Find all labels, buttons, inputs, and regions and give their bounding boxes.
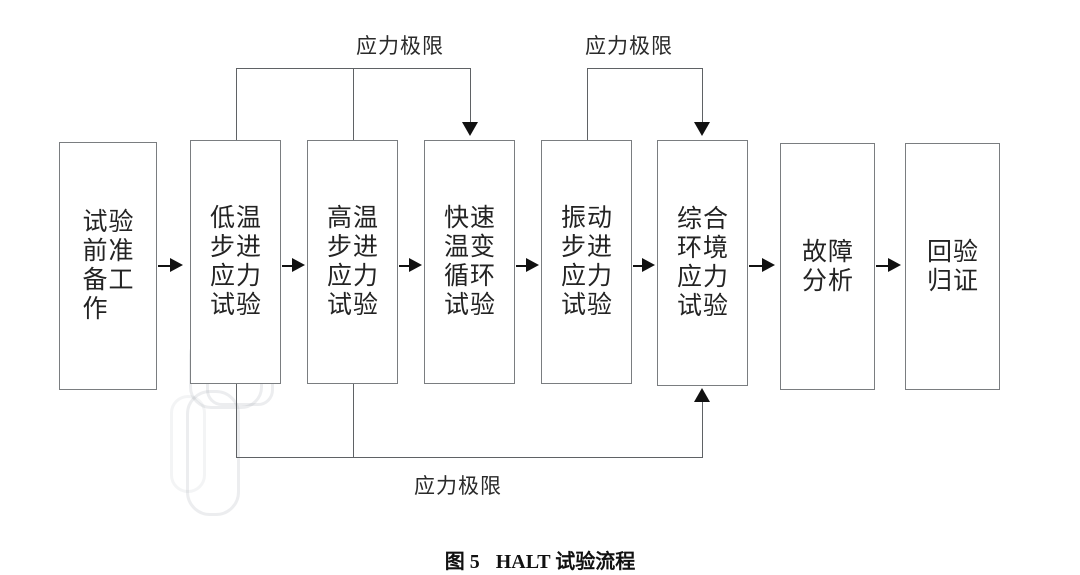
flow-arrow-prep-to-lowtemp bbox=[170, 258, 183, 272]
loop2-rail bbox=[587, 68, 703, 69]
node-regression-verification[interactable]: 验证 回归 bbox=[905, 143, 1000, 390]
flow-arrow-vibration-to-combined bbox=[642, 258, 655, 272]
node-label-regression-verification: 验证 回归 bbox=[926, 238, 979, 295]
loop2-riser-vibration bbox=[587, 68, 588, 140]
flow-arrow-combined-to-fault bbox=[762, 258, 775, 272]
flow-line-fault-to-regression bbox=[876, 265, 894, 267]
flow-line-cycle-to-vibration bbox=[516, 265, 529, 267]
node-test-preparation[interactable]: 验准工 试前备作 bbox=[59, 142, 157, 390]
node-label-failure-analysis: 障析 故分 bbox=[801, 238, 854, 295]
loop1-riser-hightemp bbox=[353, 68, 354, 140]
loop2-drop-to-combined bbox=[702, 68, 703, 124]
flow-arrow-lowtemp-to-hightemp bbox=[292, 258, 305, 272]
node-high-temperature-step-stress[interactable]: 温进力验 高步应试 bbox=[307, 140, 398, 384]
loop1-rail bbox=[236, 68, 471, 69]
loop3-arrow-up bbox=[694, 388, 710, 402]
flow-line-combined-to-fault bbox=[749, 265, 768, 267]
flow-line-prep-to-lowtemp bbox=[158, 265, 177, 267]
loop3-rail bbox=[236, 457, 703, 458]
loop3-riser-to-combined bbox=[702, 402, 703, 457]
figure-caption-title: HALT 试验流程 bbox=[495, 551, 636, 573]
flow-line-lowtemp-to-hightemp bbox=[282, 265, 295, 267]
node-failure-analysis[interactable]: 障析 故分 bbox=[780, 143, 875, 390]
node-label-combined-environment-stress: 合境力验 综环应试 bbox=[676, 206, 729, 320]
loop1-arrow-down bbox=[462, 122, 478, 136]
loop3-drop-lowtemp bbox=[236, 384, 237, 457]
node-vibration-step-stress[interactable]: 动进力验 振步应试 bbox=[541, 140, 632, 384]
flow-arrow-fault-to-regression bbox=[888, 258, 901, 272]
loop2-arrow-down bbox=[694, 122, 710, 136]
edge-label-stress-limit-top-left: 应力极限 bbox=[356, 34, 444, 58]
loop1-riser-lowtemp bbox=[236, 68, 237, 140]
node-label-rapid-thermal-cycling: 速变环验 快温循试 bbox=[443, 205, 496, 319]
watermark-shape bbox=[170, 395, 206, 493]
node-label-low-temperature-step-stress: 温进力验 低步应试 bbox=[209, 205, 262, 319]
node-combined-environment-stress[interactable]: 合境力验 综环应试 bbox=[657, 140, 748, 386]
loop1-drop-to-cycle bbox=[470, 68, 471, 124]
edge-label-stress-limit-bottom: 应力极限 bbox=[414, 474, 502, 498]
node-rapid-thermal-cycling[interactable]: 速变环验 快温循试 bbox=[424, 140, 515, 384]
node-low-temperature-step-stress[interactable]: 温进力验 低步应试 bbox=[190, 140, 281, 384]
figure-caption-number: 图 5 bbox=[444, 551, 480, 573]
flow-line-hightemp-to-cycle bbox=[399, 265, 412, 267]
figure-caption: 图 5 HALT 试验流程 bbox=[0, 545, 1080, 574]
flow-arrow-cycle-to-vibration bbox=[526, 258, 539, 272]
node-label-high-temperature-step-stress: 温进力验 高步应试 bbox=[326, 205, 379, 319]
node-label-vibration-step-stress: 动进力验 振步应试 bbox=[560, 205, 613, 319]
flow-arrow-hightemp-to-cycle bbox=[409, 258, 422, 272]
watermark-shape bbox=[186, 390, 240, 516]
flow-line-vibration-to-combined bbox=[633, 265, 645, 267]
edge-label-stress-limit-top-right: 应力极限 bbox=[585, 34, 673, 58]
node-label-test-preparation: 验准工 试前备作 bbox=[82, 209, 134, 323]
loop3-drop-hightemp bbox=[353, 384, 354, 457]
